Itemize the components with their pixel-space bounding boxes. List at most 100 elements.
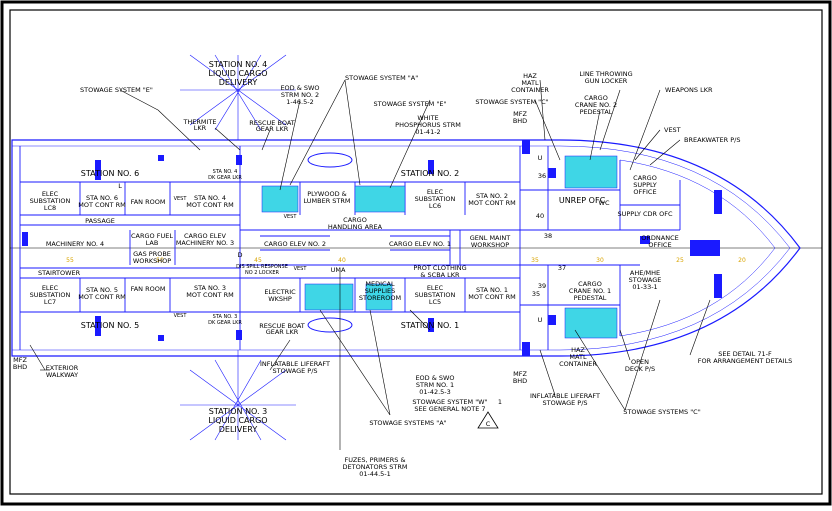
svg-text:& SCBA LKR: & SCBA LKR (420, 271, 460, 279)
svg-text:FUZES, PRIMERS &: FUZES, PRIMERS & (344, 456, 405, 464)
frame-tick: 36 (538, 172, 546, 180)
svg-text:FAN ROOM: FAN ROOM (131, 285, 166, 293)
svg-text:1-46.5-2: 1-46.5-2 (286, 98, 313, 106)
callouts-top: STOWAGE SYSTEM "E" THERMITE LKR EOD & SW… (80, 70, 740, 144)
frame-tick: 38 (544, 232, 552, 240)
leader-lines (29, 79, 711, 450)
svg-text:PASSAGE: PASSAGE (85, 217, 115, 225)
svg-text:LC8: LC8 (44, 204, 56, 212)
station-4-label: STATION NO. 4 LIQUID CARGO DELIVERY (208, 60, 267, 87)
svg-text:LAB: LAB (146, 239, 159, 247)
svg-text:FAN ROOM: FAN ROOM (131, 198, 166, 206)
svg-text:STA NO. 6: STA NO. 6 (86, 194, 118, 202)
svg-text:STRM NO. 2: STRM NO. 2 (281, 91, 319, 99)
frame-number: 40 (338, 257, 346, 264)
frame-tick: 37 (558, 264, 566, 272)
svg-text:SEE DETAIL 71-F: SEE DETAIL 71-F (718, 350, 772, 358)
svg-text:WALKWAY: WALKWAY (46, 371, 78, 379)
svg-text:STA NO. 3: STA NO. 3 (194, 284, 226, 292)
station-3-rays (180, 350, 296, 441)
svg-text:GEAR LKR: GEAR LKR (256, 125, 289, 133)
svg-text:STOWAGE SYSTEMS "A": STOWAGE SYSTEMS "A" (369, 419, 446, 427)
svg-text:U: U (538, 316, 543, 324)
svg-text:MEDICAL: MEDICAL (365, 280, 395, 288)
svg-text:ELECTRIC: ELECTRIC (264, 288, 296, 296)
svg-text:AHE/MHE: AHE/MHE (630, 269, 660, 277)
svg-text:OPEN: OPEN (631, 358, 649, 366)
svg-text:EXTERIOR: EXTERIOR (46, 364, 79, 372)
svg-text:CONTAINER: CONTAINER (511, 86, 549, 94)
svg-text:CARGO ELEV NO. 1: CARGO ELEV NO. 1 (389, 240, 451, 248)
svg-text:GAS PROBE: GAS PROBE (133, 250, 171, 258)
svg-text:01-41-2: 01-41-2 (415, 128, 440, 136)
svg-text:CARGO ELEV: CARGO ELEV (184, 232, 227, 240)
svg-text:VEST: VEST (174, 313, 188, 319)
svg-text:01-33-1: 01-33-1 (632, 283, 657, 291)
svg-text:STA NO. 4: STA NO. 4 (213, 169, 238, 175)
svg-text:DIS SPILL RESPONSE: DIS SPILL RESPONSE (236, 264, 288, 270)
svg-text:LUMBER STRM: LUMBER STRM (303, 197, 350, 205)
svg-text:STA NO. 1: STA NO. 1 (476, 286, 508, 294)
svg-text:SUPPLY CDR OFC: SUPPLY CDR OFC (617, 210, 672, 218)
svg-text:CARGO: CARGO (343, 216, 367, 224)
svg-text:STA NO. 2: STA NO. 2 (476, 192, 508, 200)
callouts-bottom: MFZ BHD EXTERIOR WALKWAY INFLATABLE LIFE… (13, 280, 792, 478)
svg-text:OFFICE: OFFICE (633, 188, 656, 196)
svg-text:EOD & SWO: EOD & SWO (280, 84, 319, 92)
svg-text:1: 1 (498, 398, 502, 406)
svg-text:CRANE NO. 2: CRANE NO. 2 (575, 101, 617, 109)
svg-text:CARGO: CARGO (578, 280, 602, 288)
svg-text:WORKSHOP: WORKSHOP (471, 241, 509, 249)
svg-text:MATL: MATL (569, 353, 587, 361)
svg-text:STOWAGE SYSTEM "A": STOWAGE SYSTEM "A" (345, 74, 418, 82)
svg-text:PEDESTAL: PEDESTAL (580, 108, 613, 116)
svg-text:WORKSHOP: WORKSHOP (133, 257, 171, 265)
svg-text:LC5: LC5 (429, 298, 441, 306)
svg-text:STOREROOM: STOREROOM (359, 294, 401, 302)
station-1-label: STATION NO. 1 (401, 321, 459, 330)
svg-text:GENL MAINT: GENL MAINT (470, 234, 511, 242)
svg-text:LIQUID CARGO: LIQUID CARGO (208, 416, 267, 425)
svg-text:ELEC: ELEC (427, 284, 444, 292)
svg-text:DK GEAR LKR: DK GEAR LKR (208, 175, 242, 181)
frame-number: 35 (531, 257, 539, 264)
svg-text:UMA: UMA (331, 266, 346, 274)
frame-tick: 40 (536, 212, 544, 220)
svg-text:D: D (237, 251, 242, 259)
svg-text:01-44.5-1: 01-44.5-1 (359, 470, 391, 478)
station-2-label: STATION NO. 2 (401, 169, 459, 178)
svg-text:STOWAGE P/S: STOWAGE P/S (542, 399, 587, 407)
svg-text:STOWAGE: STOWAGE (629, 276, 662, 284)
svg-text:NO 2 LOCKER: NO 2 LOCKER (245, 270, 280, 276)
svg-text:SUPPLY: SUPPLY (633, 181, 656, 189)
svg-text:LKR: LKR (194, 124, 207, 132)
drawing-inner-border (9, 9, 823, 495)
frame-numbers: 55 50 45 40 35 30 25 20 (66, 257, 746, 264)
room-labels: ELEC SUBSTATION LC8 STA NO. 6 MOT CONT R… (30, 154, 679, 326)
frame-tick: 35 (532, 290, 540, 298)
svg-text:MFZ: MFZ (513, 370, 527, 378)
svg-text:STA NO. 4: STA NO. 4 (194, 194, 226, 202)
svg-text:GUN LOCKER: GUN LOCKER (585, 77, 628, 85)
svg-text:SEE GENERAL NOTE 7: SEE GENERAL NOTE 7 (414, 405, 485, 413)
interior-walls (19, 146, 681, 350)
svg-text:MOT CONT RM: MOT CONT RM (468, 293, 515, 301)
svg-text:STOWAGE SYSTEM "C": STOWAGE SYSTEM "C" (475, 98, 548, 106)
svg-text:STOWAGE P/S: STOWAGE P/S (272, 367, 317, 375)
svg-text:DETONATORS STRM: DETONATORS STRM (342, 463, 407, 471)
station-3-label: STATION NO. 3 LIQUID CARGO DELIVERY (208, 407, 267, 434)
svg-text:DK GEAR LKR: DK GEAR LKR (208, 320, 242, 326)
svg-text:DECK P/S: DECK P/S (625, 365, 655, 373)
svg-text:C: C (486, 420, 491, 428)
svg-text:SUPPLIES: SUPPLIES (365, 287, 396, 295)
station-6-label: STATION NO. 6 (81, 169, 139, 178)
frame-number: 25 (676, 257, 684, 264)
svg-text:MACHINERY NO. 3: MACHINERY NO. 3 (176, 239, 234, 247)
equipment-fixtures (22, 140, 722, 356)
svg-text:SUBSTATION: SUBSTATION (415, 291, 456, 299)
svg-text:U: U (538, 154, 543, 162)
station-5-label: STATION NO. 5 (81, 321, 139, 330)
svg-text:BHD: BHD (13, 363, 27, 371)
svg-text:STRM NO. 1: STRM NO. 1 (416, 381, 454, 389)
